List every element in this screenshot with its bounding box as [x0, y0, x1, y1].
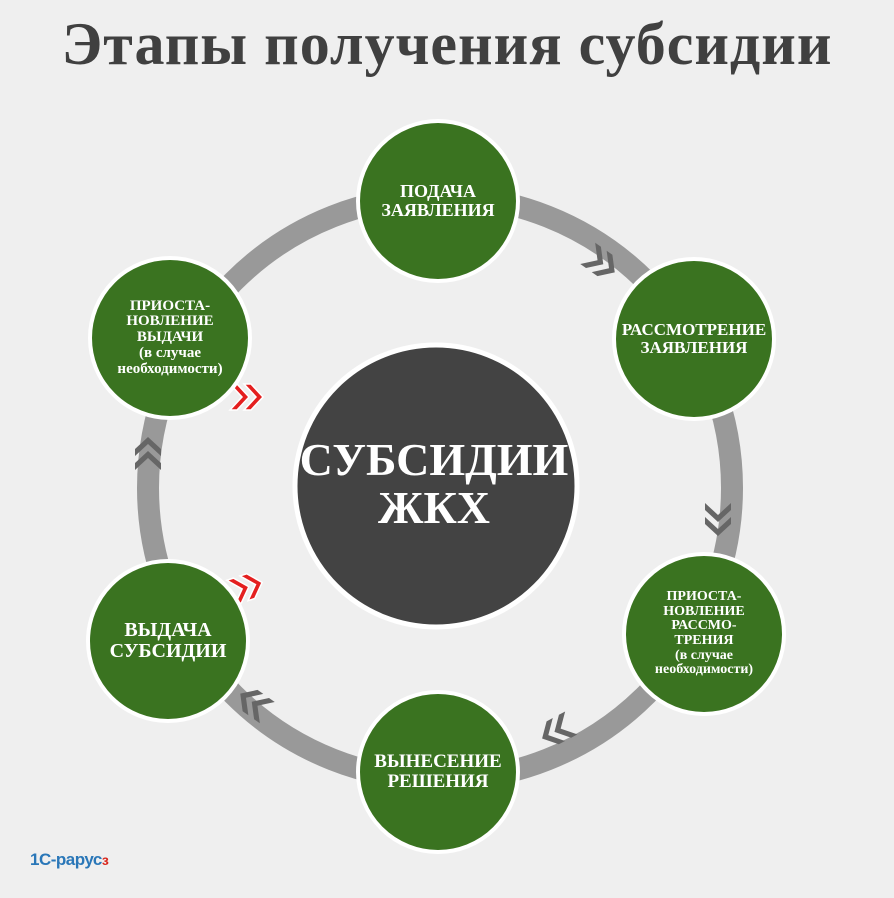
page-title: Этапы получения субсидии [61, 11, 833, 77]
stage-circle-5 [88, 256, 252, 420]
arrow-suspension-to-decision [542, 711, 578, 745]
stage-circle-4 [86, 559, 250, 723]
stage-circle-0 [356, 119, 520, 283]
center-label: СУБСИДИИ ЖКХ [299, 433, 569, 533]
logo-text: 1С-рарус [30, 850, 102, 869]
arrow-red-payment [224, 572, 264, 607]
stage-label-0: ПОДАЧА ЗАЯВЛЕНИЯ [381, 181, 495, 220]
arrow-payment-to-payout-suspension [135, 437, 161, 470]
arrow-red-payout-suspension [228, 383, 265, 411]
stage-label-1: РАССМОТРЕНИЕ ЗАЯВЛЕНИЯ [621, 320, 767, 357]
stage-circle-3 [356, 690, 520, 854]
stage-circle-2 [622, 552, 786, 716]
center-circle [292, 342, 580, 630]
arrow-review-to-suspension [705, 503, 731, 536]
arrow-submission-to-review [580, 242, 615, 277]
stage-circle-1 [612, 257, 776, 421]
logo-accent: з [101, 852, 109, 868]
stage-label-3: ВЫНЕСЕНИЕ РЕШЕНИЯ [374, 751, 502, 792]
arrow-decision-to-payment [240, 689, 275, 724]
company-logo: 1С-рарусз [30, 850, 109, 870]
stage-label-2: ПРИОСТА- НОВЛЕНИЕ РАССМО- ТРЕНИЯ (в случ… [654, 588, 754, 678]
stage-label-5: ПРИОСТА- НОВЛЕНИЕ ВЫДАЧИ (в случае необх… [117, 297, 223, 377]
stage-label-4: ВЫДАЧА СУБСИДИИ [109, 619, 227, 662]
